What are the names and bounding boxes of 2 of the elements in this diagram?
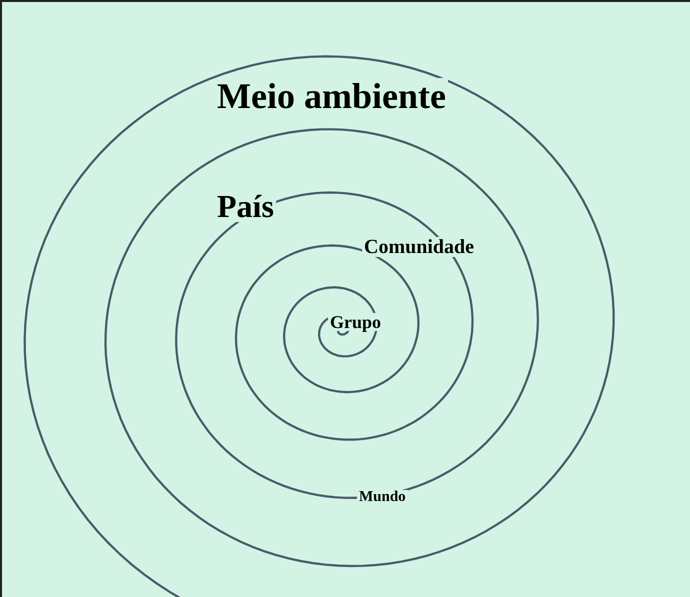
region-label: Grupo xyxy=(328,313,384,331)
region-label: Comunidade xyxy=(362,237,476,257)
